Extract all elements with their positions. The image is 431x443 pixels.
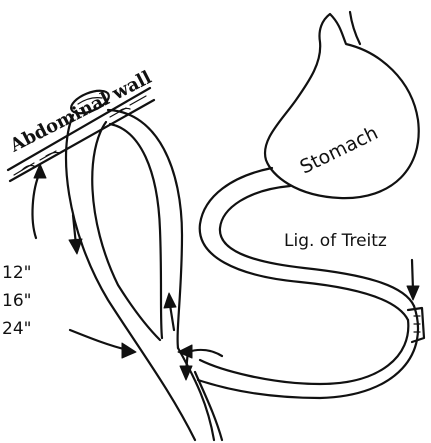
length-label-24: 24"	[2, 319, 31, 339]
length-label-16: 16"	[2, 291, 31, 311]
label-pointers	[33, 164, 419, 358]
duodenum	[198, 168, 424, 398]
ligament-label: Lig. of Treitz	[284, 231, 387, 251]
pointer-to-wall	[33, 172, 40, 238]
down-arrow-head	[69, 239, 82, 254]
jejunal-loop	[66, 110, 222, 440]
left-arrow-head	[178, 345, 192, 358]
pointer-to-limb	[70, 330, 128, 350]
up-arrow-head	[164, 293, 176, 308]
stomach-label: Stomach	[297, 122, 382, 179]
stomach	[265, 12, 419, 198]
length-label-12: 12"	[2, 263, 31, 283]
